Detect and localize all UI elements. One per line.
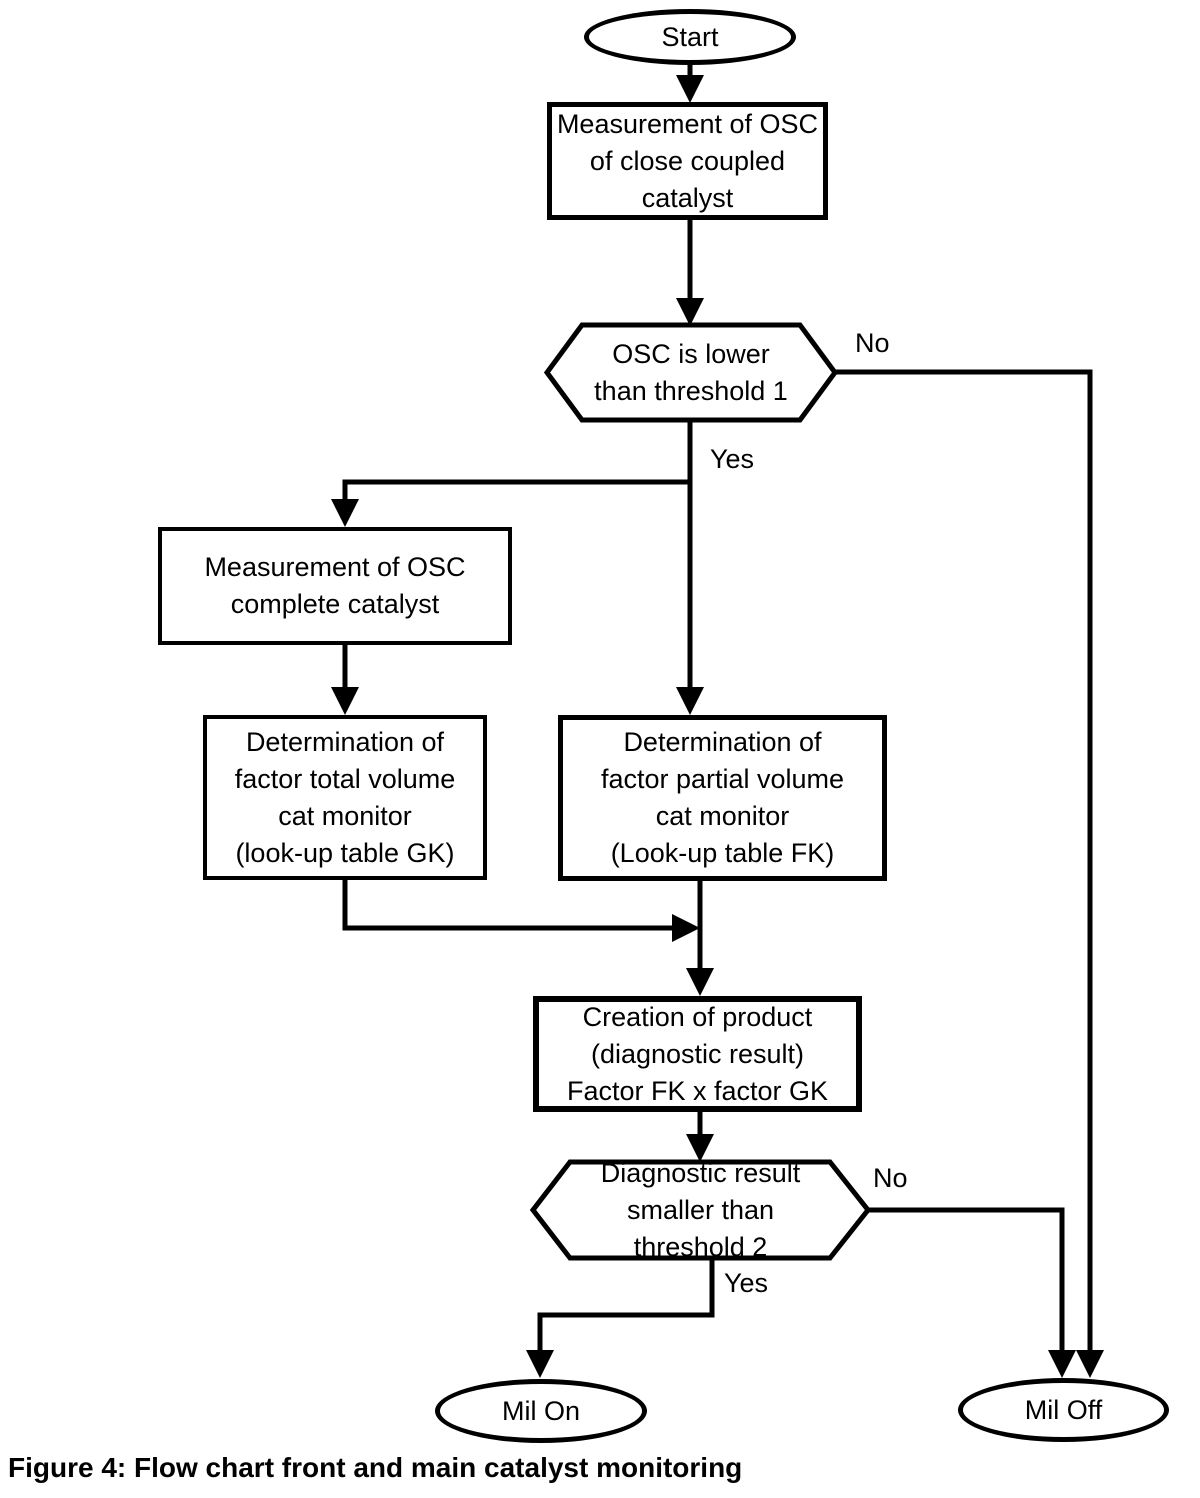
decision-osc-threshold1: OSC is lower than threshold 1 (544, 322, 838, 423)
mil-off-terminator: Mil Off (958, 1378, 1169, 1442)
edge-start-to-measure (676, 60, 704, 103)
edge-label-decision1-no: No (855, 328, 890, 358)
edge-label-decision2-no: No (873, 1163, 908, 1193)
figure-caption: Figure 4: Flow chart front and main cata… (8, 1452, 743, 1483)
edge-label-decision1-yes: Yes (710, 444, 755, 474)
process-det-total-volume: Determination of factor total volume cat… (203, 715, 487, 880)
process-creation-of-product: Creation of product (diagnostic result) … (533, 996, 862, 1112)
decision-osc-threshold1-label: OSC is lower than threshold 1 (594, 338, 788, 406)
start-terminator: Start (584, 9, 796, 65)
hexagon-shape (544, 322, 838, 423)
process-det-partial-volume: Determination of factor partial volume c… (558, 715, 887, 881)
edge-det-total-to-merge (342, 878, 700, 942)
edge-decision1-yes-to-det-partial (676, 418, 704, 715)
edge-measure-to-decision1 (676, 218, 704, 326)
edge-decision2-no-to-mil-off (866, 1207, 1076, 1378)
edge-det-partial-to-creation (686, 879, 714, 996)
mil-on-terminator: Mil On (435, 1379, 647, 1443)
edge-decision2-yes-to-mil-on (526, 1256, 715, 1378)
edge-measure-complete-to-det-total (331, 643, 359, 715)
process-measure-complete-catalyst: Measurement of OSC complete catalyst (158, 527, 512, 645)
decision-diagnostic-threshold2: Diagnostic result smaller than threshold… (530, 1158, 871, 1262)
edge-label-decision2-yes: Yes (724, 1268, 769, 1298)
hexagon-shape (530, 1159, 871, 1261)
decision-diagnostic-threshold2-label: Diagnostic result smaller than threshold… (600, 1157, 801, 1262)
edge-yes-branch-to-measure-complete (331, 479, 690, 527)
process-measure-close-coupled: Measurement of OSC of close coupled cata… (547, 102, 828, 220)
